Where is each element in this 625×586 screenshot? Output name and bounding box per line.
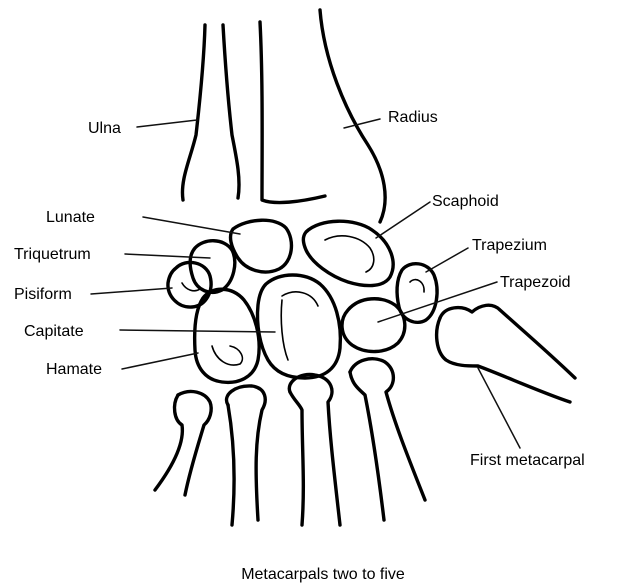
leader-lunate	[143, 217, 240, 234]
metacarpal-three-bone	[289, 374, 340, 525]
leader-capitate	[120, 330, 275, 332]
labels: Ulna Radius Lunate Scaphoid Triquetrum T…	[14, 109, 585, 583]
label-radius: Radius	[388, 109, 438, 126]
label-capitate: Capitate	[24, 323, 84, 340]
label-hamate: Hamate	[46, 361, 102, 378]
label-trapezoid: Trapezoid	[500, 274, 571, 291]
leader-lines	[91, 119, 520, 448]
label-trapezium: Trapezium	[472, 237, 547, 254]
lunate-bone	[231, 220, 292, 272]
radius-bone	[260, 10, 385, 222]
metacarpal-five-bone	[155, 391, 211, 495]
trapezoid-bone	[342, 299, 405, 352]
leader-pisiform	[91, 288, 172, 294]
leader-radius	[344, 119, 380, 128]
leader-ulna	[137, 120, 197, 127]
label-pisiform: Pisiform	[14, 286, 72, 303]
leader-trapezium	[426, 248, 468, 272]
leader-hamate	[122, 353, 198, 369]
label-first-metacarpal: First metacarpal	[470, 452, 585, 469]
first-metacarpal-bone	[437, 305, 575, 402]
label-ulna: Ulna	[88, 120, 121, 137]
capitate-bone	[257, 275, 340, 378]
ulna-bone	[182, 25, 239, 200]
label-metacarpals-two-to-five: Metacarpals two to five	[241, 566, 405, 583]
label-scaphoid: Scaphoid	[432, 193, 499, 210]
leader-triquetrum	[125, 254, 210, 258]
label-lunate: Lunate	[46, 209, 95, 226]
metacarpal-four-bone	[227, 386, 266, 525]
metacarpal-two-bone	[350, 359, 425, 520]
label-triquetrum: Triquetrum	[14, 246, 91, 263]
scaphoid-bone	[303, 221, 393, 285]
